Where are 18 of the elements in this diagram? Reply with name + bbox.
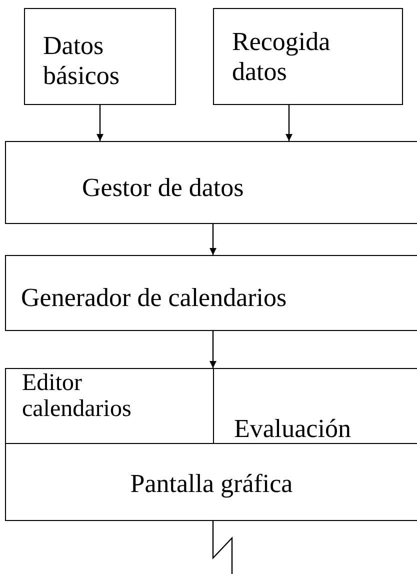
process-box — [5, 141, 417, 224]
process-box — [213, 8, 403, 105]
box-label: Datos básicos — [43, 31, 121, 91]
signal-line — [212, 520, 233, 574]
arrow — [96, 104, 104, 141]
box-label: Pantalla gráfica — [129, 468, 294, 500]
process-box — [5, 255, 417, 331]
box-label: Recogida datos — [232, 27, 332, 87]
process-box — [24, 8, 176, 105]
box-label: Generador de calendarios — [21, 282, 288, 314]
box-label: Evaluación — [234, 413, 352, 445]
arrow — [286, 104, 292, 141]
process-box — [5, 368, 214, 444]
box-label: Editor calendarios — [22, 370, 132, 422]
arrow — [210, 330, 216, 368]
box-label: Gestor de datos — [82, 172, 245, 204]
process-box — [5, 443, 417, 521]
arrow — [210, 223, 216, 255]
